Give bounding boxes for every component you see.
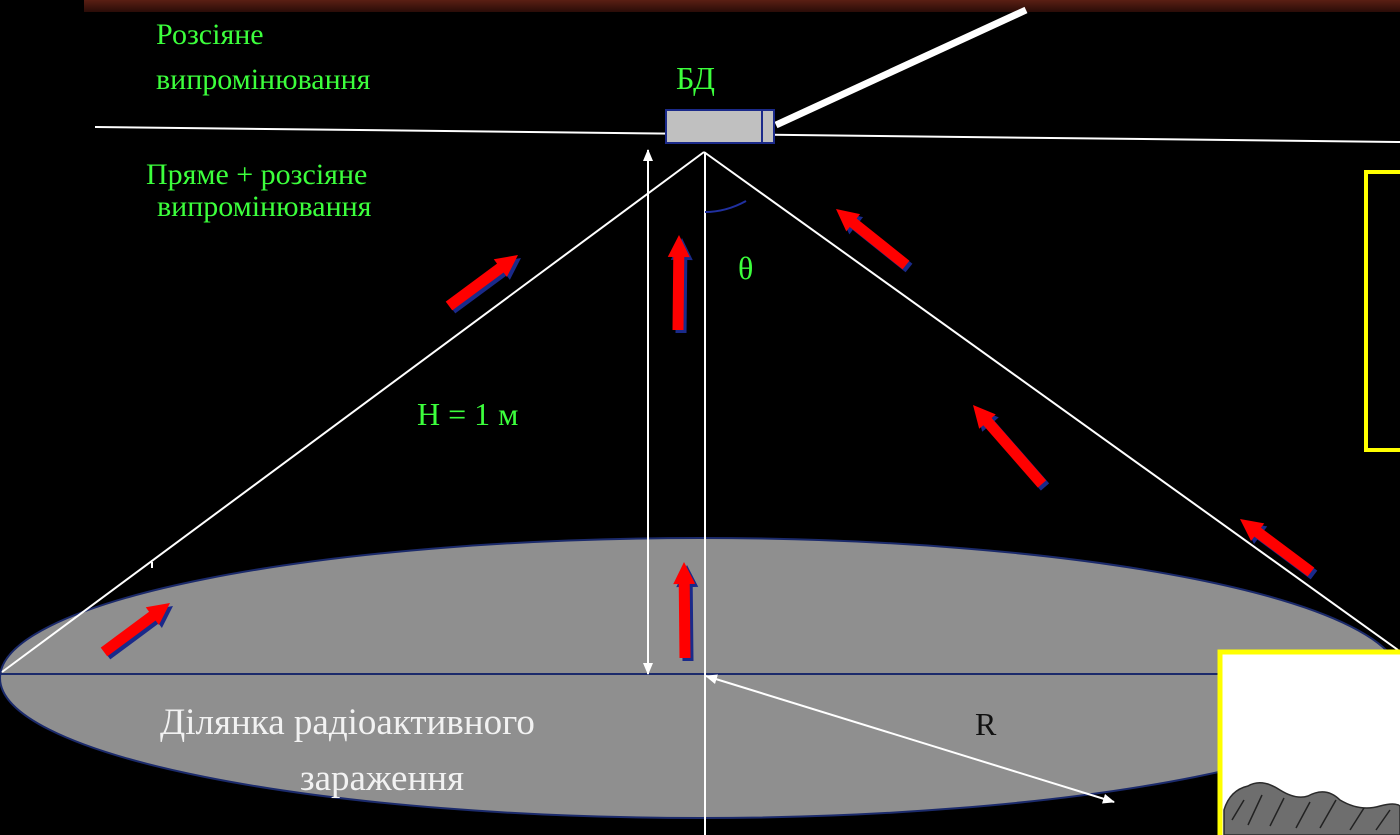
red-arrow-4 xyxy=(673,562,696,659)
red-arrow-1 xyxy=(100,603,170,657)
theta-angle-arc xyxy=(704,200,747,213)
contamination-area-ellipse xyxy=(0,537,1400,819)
terrain-hatching xyxy=(1231,794,1391,831)
scattered-radiation-label-line2: випромінювання xyxy=(156,63,371,96)
contamination-area-label-line1: Ділянка радіоактивного xyxy=(160,702,535,743)
red-arrow-7 xyxy=(1240,519,1315,577)
radiation-arrows xyxy=(100,209,1318,662)
red-arrow-3 xyxy=(667,235,690,331)
detector-label: БД xyxy=(676,60,715,96)
radius-label: R xyxy=(975,706,997,742)
height-label: Н = 1 м xyxy=(417,396,519,432)
contamination-area-label-line2: зараження xyxy=(300,758,465,799)
right-info-box xyxy=(1364,170,1400,452)
scattered-radiation-label-line1: Розсіяне xyxy=(156,18,264,51)
cone-right-line xyxy=(703,151,1399,651)
radius-arrow xyxy=(705,674,1115,804)
cone-left-line xyxy=(1,151,705,673)
detector-box xyxy=(665,109,775,144)
red-arrow-6 xyxy=(973,405,1047,488)
detector-rod xyxy=(774,6,1028,129)
theta-label: θ xyxy=(738,250,754,286)
red-arrow-5 xyxy=(836,209,910,270)
direct-scattered-label-line2: випромінювання xyxy=(157,190,372,223)
red-arrow-2 xyxy=(445,255,518,311)
direct-scattered-label-line1: Пряме + розсіяне xyxy=(146,158,368,191)
top-header-band xyxy=(84,0,1400,12)
